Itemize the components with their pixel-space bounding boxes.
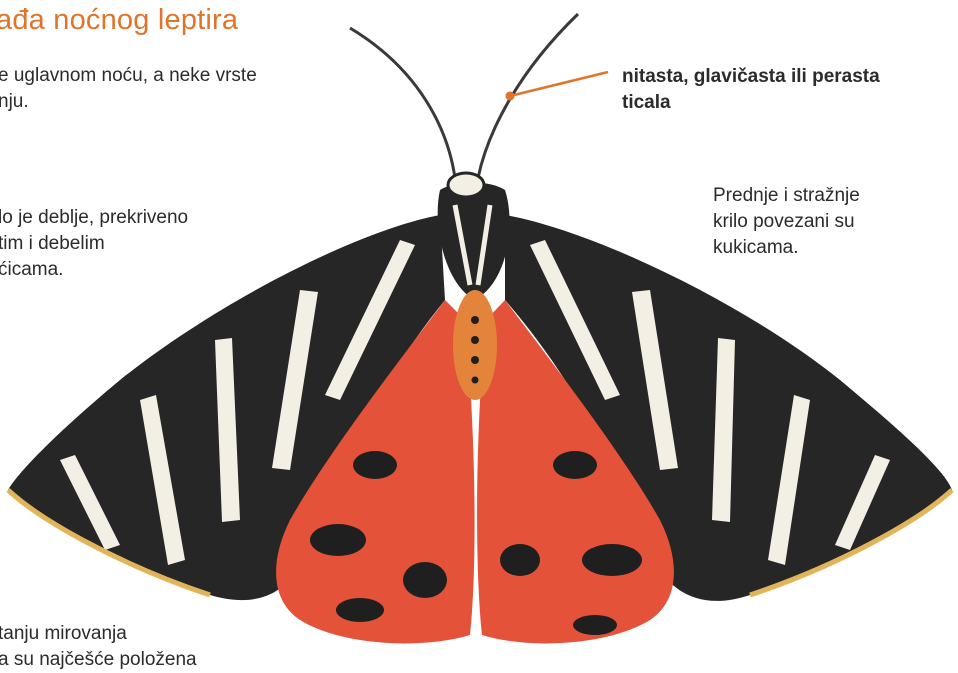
moth-head	[448, 173, 484, 197]
antenna-callout-dot	[506, 92, 515, 101]
moth-thorax	[438, 183, 510, 301]
right-antenna	[478, 14, 578, 178]
left-antenna	[350, 28, 455, 178]
